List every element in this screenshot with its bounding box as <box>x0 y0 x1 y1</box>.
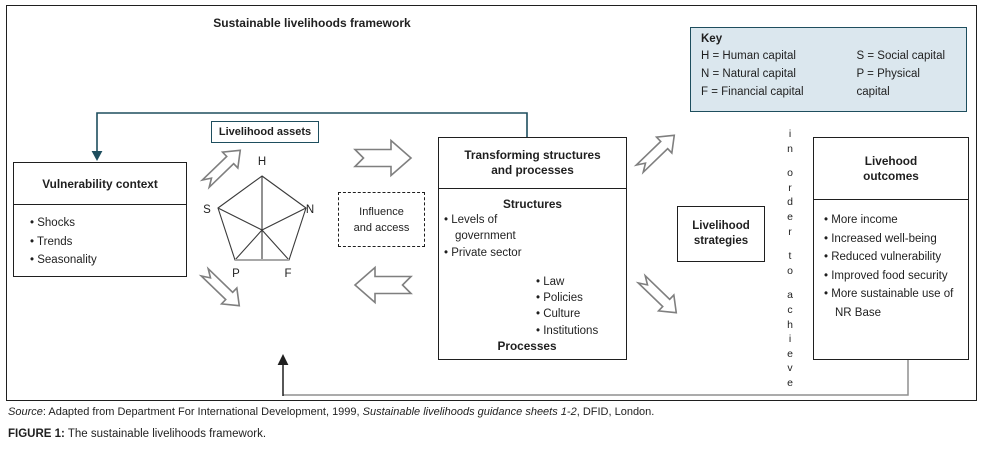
outcomes-item: Increased well-being <box>824 230 964 249</box>
figure-caption: FIGURE 1: The sustainable livelihoods fr… <box>8 428 267 440</box>
pentagon-label-human: H <box>257 156 267 168</box>
structures-list: Levels of government Private sector <box>440 213 548 264</box>
key-entry-human: H = Human capital <box>701 50 796 62</box>
key-title: Key <box>701 33 723 45</box>
livelihood-assets-label: Livelihood assets <box>211 121 319 143</box>
key-entry-financial: F = Financial capital <box>701 86 804 98</box>
outcomes-item: Improved food security <box>824 267 964 286</box>
influence-access-text: Influence and access <box>353 205 410 234</box>
processes-item: Policies <box>536 290 626 306</box>
vulnerability-item: Trends <box>30 233 182 252</box>
structures-item: Private sector <box>444 246 548 262</box>
source-reference-title: Sustainable livelihoods guidance sheets … <box>362 406 577 418</box>
pentagon-label-social: S <box>203 204 211 216</box>
livelihood-strategies-box: Livelihood strategies <box>677 206 765 262</box>
key-entry-physical: P = Physical capital <box>856 68 920 98</box>
influence-access-box: Influence and access <box>338 192 425 247</box>
transforming-structures-title: Transforming structures and processes <box>439 138 626 189</box>
structures-item: Levels of government <box>444 213 548 244</box>
livelihood-strategies-text: Livelihood strategies <box>692 219 750 248</box>
source-label: Source <box>8 406 43 418</box>
livelihood-outcomes-title: Livehood outcomes <box>814 138 968 200</box>
vulnerability-item: Seasonality <box>30 251 182 270</box>
processes-heading: Processes <box>497 339 557 353</box>
key-entry-social: S = Social capital <box>856 50 946 62</box>
diagram-title: Sustainable livelihoods framework <box>213 16 411 30</box>
pentagon-label-natural: N <box>305 204 315 216</box>
outcomes-item: More sustainable use of NR Base <box>824 285 964 322</box>
key-entry-natural: N = Natural capital <box>701 68 796 80</box>
figure-label: FIGURE 1: <box>8 428 65 440</box>
vulnerability-context-box: Vulnerability context Shocks Trends Seas… <box>13 162 187 277</box>
processes-item: Law <box>536 274 626 290</box>
diagram-border <box>6 5 977 401</box>
livelihood-outcomes-box: Livehood outcomes More income Increased … <box>813 137 969 360</box>
pentagon-label-physical: P <box>232 268 240 280</box>
processes-list: Law Policies Culture Institutions <box>536 274 626 339</box>
vulnerability-item: Shocks <box>30 214 182 233</box>
key-legend: Key H = Human capital N = Natural capita… <box>690 27 967 112</box>
structures-heading: Structures <box>502 197 562 211</box>
vulnerability-context-title: Vulnerability context <box>14 163 186 205</box>
processes-item: Institutions <box>536 323 626 339</box>
processes-item: Culture <box>536 306 626 322</box>
outcomes-item: More income <box>824 211 964 230</box>
pentagon-label-financial: F <box>284 268 292 280</box>
outcomes-item: Reduced vulnerability <box>824 248 964 267</box>
source-caption: Source: Adapted from Department For Inte… <box>8 406 655 418</box>
